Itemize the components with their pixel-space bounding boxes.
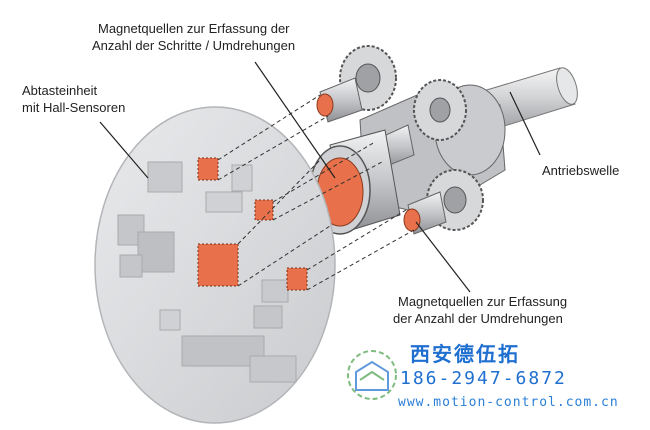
label-magnet-revs-line1: Magnetquellen zur Erfassung (398, 294, 568, 309)
leader-lines (99, 61, 541, 293)
label-magnet-steps-line1: Magnetquellen zur Erfassung der (98, 21, 290, 36)
label-magnet-revs-line2: der Anzahl der Umdrehungen (393, 311, 563, 326)
hall-sensor-main (197, 243, 239, 287)
watermark-company: 西安德伍拓 (410, 342, 520, 366)
projection-lines (217, 94, 415, 291)
watermark-logo (347, 350, 397, 400)
hall-sensor-3 (286, 267, 308, 291)
label-sensor-unit-line1: Abtasteinheit (22, 83, 98, 98)
label-drive-shaft: Antriebswelle (542, 163, 620, 178)
label-sensor-unit-line2: mit Hall-Sensoren (22, 100, 126, 115)
gear-middle (413, 79, 467, 141)
hall-sensor-1 (197, 157, 219, 181)
label-magnet-steps-line2: Anzahl der Schritte / Umdrehungen (92, 38, 296, 53)
watermark-phone: 186-2947-6872 (400, 368, 567, 389)
watermark-url: www.motion-control.com.cn (398, 395, 619, 410)
hall-sensor-2 (254, 199, 274, 221)
magnet-carrier-top (316, 77, 363, 123)
